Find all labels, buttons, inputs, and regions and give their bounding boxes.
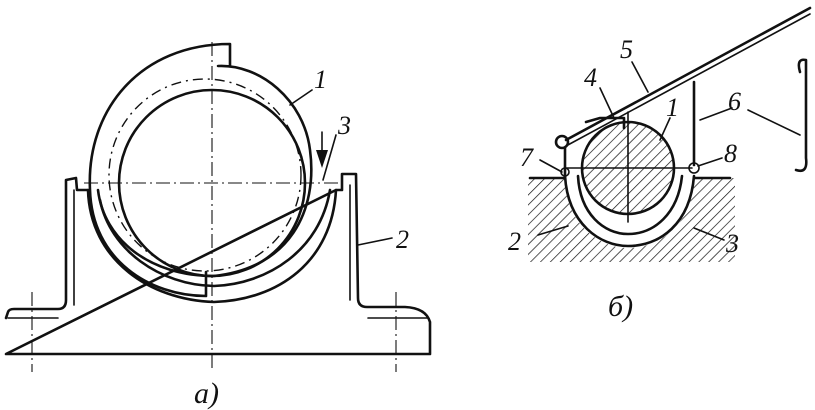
caption-a: a) bbox=[194, 377, 219, 410]
label-b-4: 4 bbox=[584, 63, 597, 92]
label-a-2: 2 bbox=[396, 225, 409, 254]
label-b-2: 2 bbox=[508, 227, 521, 256]
leader-b6 bbox=[699, 107, 733, 121]
leader-3 bbox=[322, 134, 337, 181]
shell-b-outer bbox=[563, 174, 696, 248]
leader-b4 bbox=[599, 87, 615, 119]
feeler-wire bbox=[794, 58, 808, 173]
label-b-5: 5 bbox=[620, 35, 633, 64]
leader-b7 bbox=[539, 159, 563, 173]
pivot-icon bbox=[554, 134, 570, 150]
leader-b3 bbox=[693, 227, 725, 241]
figure-b-drawing: 1 2 3 4 5 6 7 8 б) bbox=[508, 6, 812, 323]
label-b-1: 1 bbox=[666, 93, 679, 122]
plate-4 bbox=[584, 116, 626, 130]
leader-2 bbox=[357, 237, 393, 246]
shell-outer-arc bbox=[88, 42, 232, 298]
shaft-circle bbox=[117, 88, 307, 278]
caption-b: б) bbox=[608, 290, 633, 323]
leader-b6-detail bbox=[747, 109, 801, 136]
arrow-head-icon bbox=[316, 150, 328, 168]
label-b-8: 8 bbox=[724, 139, 737, 168]
leader-b2 bbox=[537, 225, 569, 236]
shell-b-inner bbox=[576, 174, 684, 236]
shell-lower-wrap bbox=[98, 188, 332, 288]
shell-inner-arc bbox=[96, 64, 313, 278]
lever-5-edge bbox=[565, 13, 811, 147]
label-a-1: 1 bbox=[314, 65, 327, 94]
label-b-6: 6 bbox=[728, 87, 741, 116]
leader-b5 bbox=[631, 61, 649, 93]
ground-hatch bbox=[528, 178, 735, 262]
reference-circle bbox=[108, 78, 302, 272]
ball-8-icon bbox=[688, 162, 700, 174]
leader-1 bbox=[289, 89, 313, 106]
leader-b8 bbox=[697, 157, 723, 167]
housing-body bbox=[4, 172, 432, 356]
label-a-3: 3 bbox=[337, 111, 351, 140]
label-b-7: 7 bbox=[520, 143, 534, 172]
lever-5 bbox=[564, 6, 812, 142]
leader-b1 bbox=[659, 117, 671, 141]
figure-a-drawing: 1 2 3 a) bbox=[4, 42, 432, 410]
label-b-3: 3 bbox=[725, 229, 739, 258]
